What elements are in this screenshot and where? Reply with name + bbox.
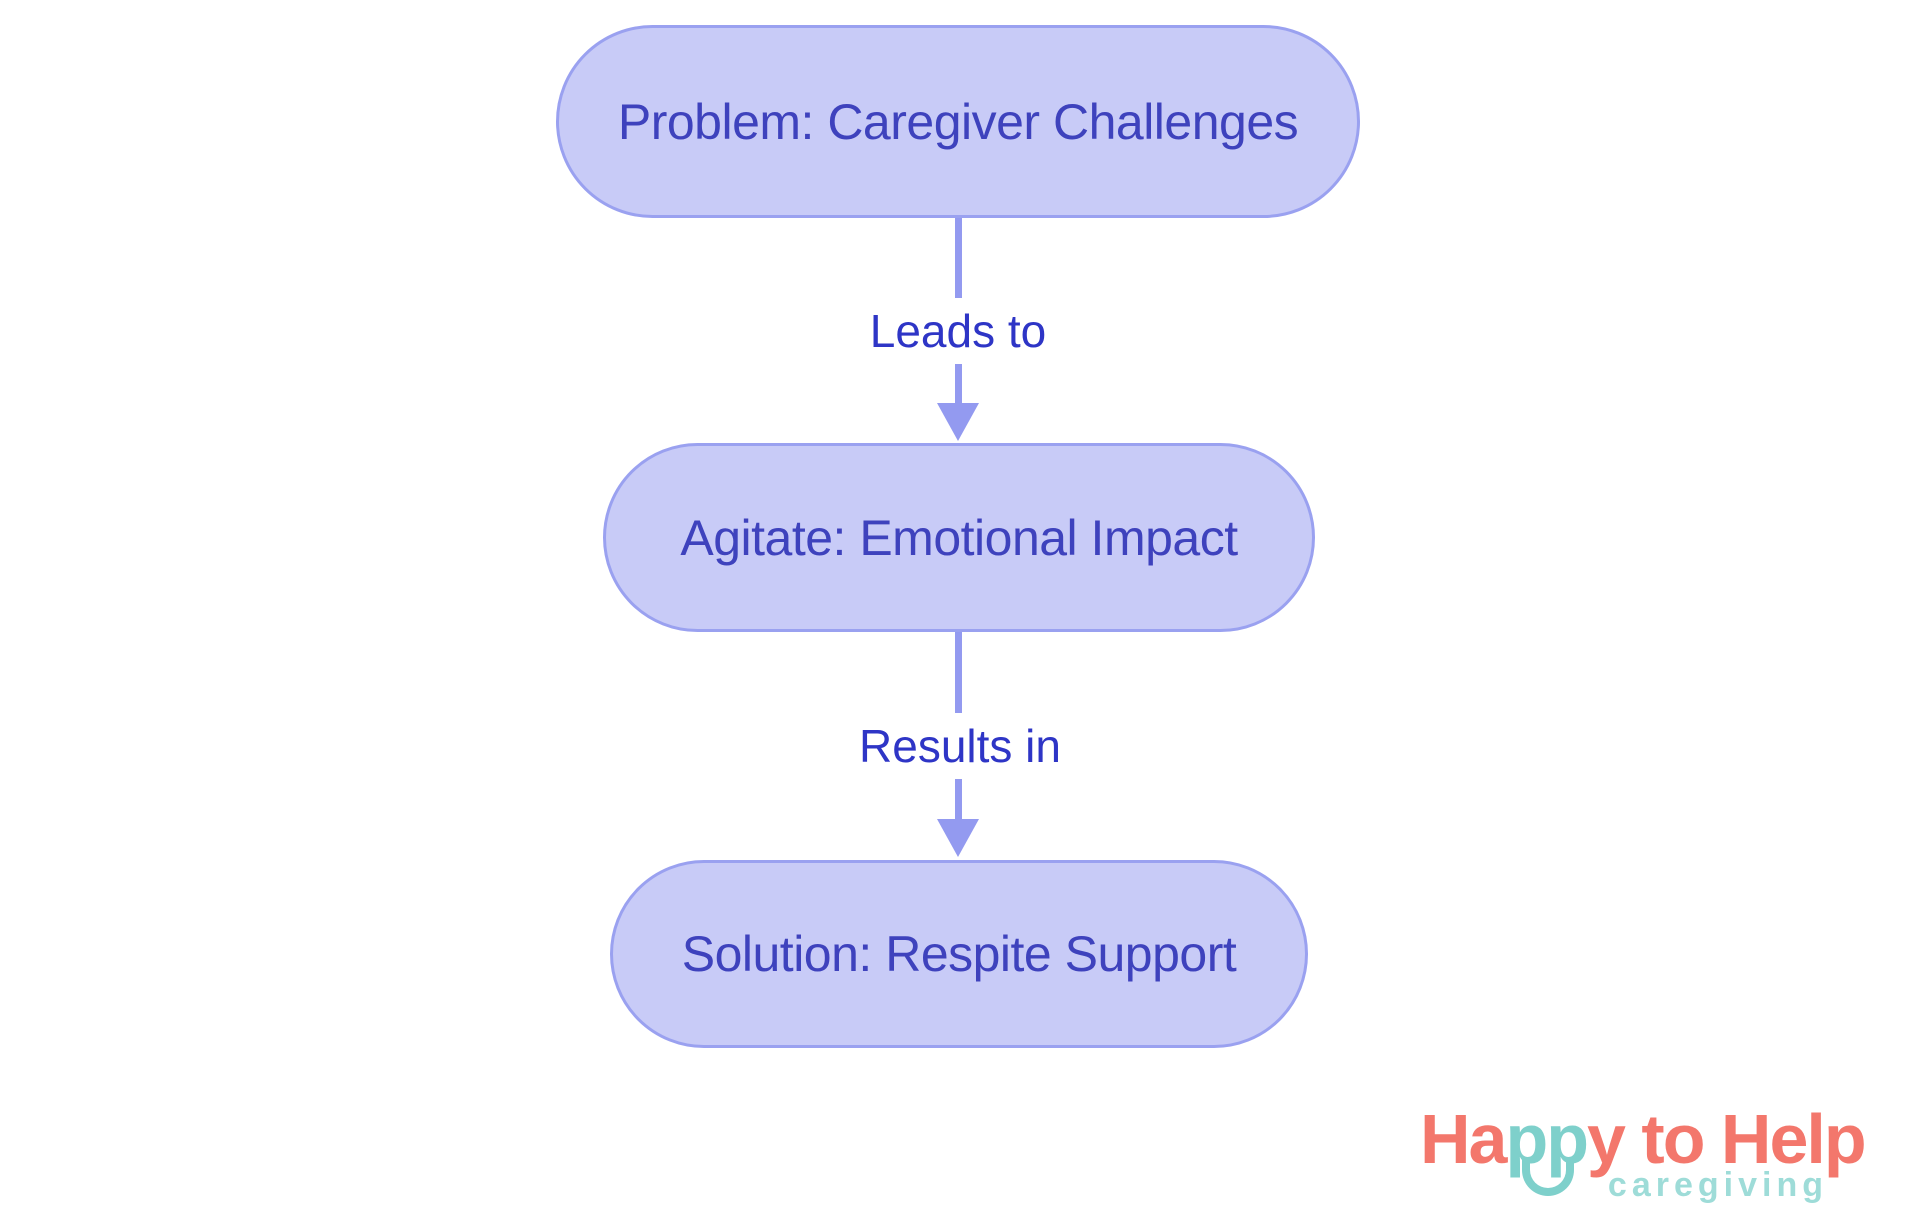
flow-node-problem: Problem: Caregiver Challenges xyxy=(556,25,1360,218)
logo-wordmark-segment: Ha xyxy=(1420,1100,1507,1178)
logo-wordmark: Happy to Help xyxy=(1420,1104,1880,1174)
edge-label-results-in: Results in xyxy=(843,713,1077,779)
flow-node-agitate: Agitate: Emotional Impact xyxy=(603,443,1315,632)
brand-logo: Happy to Help caregiving xyxy=(1420,1104,1880,1209)
flow-node-solution-label: Solution: Respite Support xyxy=(681,926,1237,982)
edge-label-leads-to: Leads to xyxy=(853,298,1063,364)
smile-icon xyxy=(1522,1158,1574,1196)
logo-wordmark-segment: y to Help xyxy=(1587,1100,1867,1178)
flow-node-solution: Solution: Respite Support xyxy=(610,860,1308,1048)
arrowhead-down-icon xyxy=(937,819,979,857)
logo-subtitle: caregiving xyxy=(1607,1166,1828,1204)
flow-node-problem-label: Problem: Caregiver Challenges xyxy=(617,93,1299,150)
arrowhead-down-icon xyxy=(937,403,979,441)
flow-node-agitate-label: Agitate: Emotional Impact xyxy=(680,509,1238,566)
